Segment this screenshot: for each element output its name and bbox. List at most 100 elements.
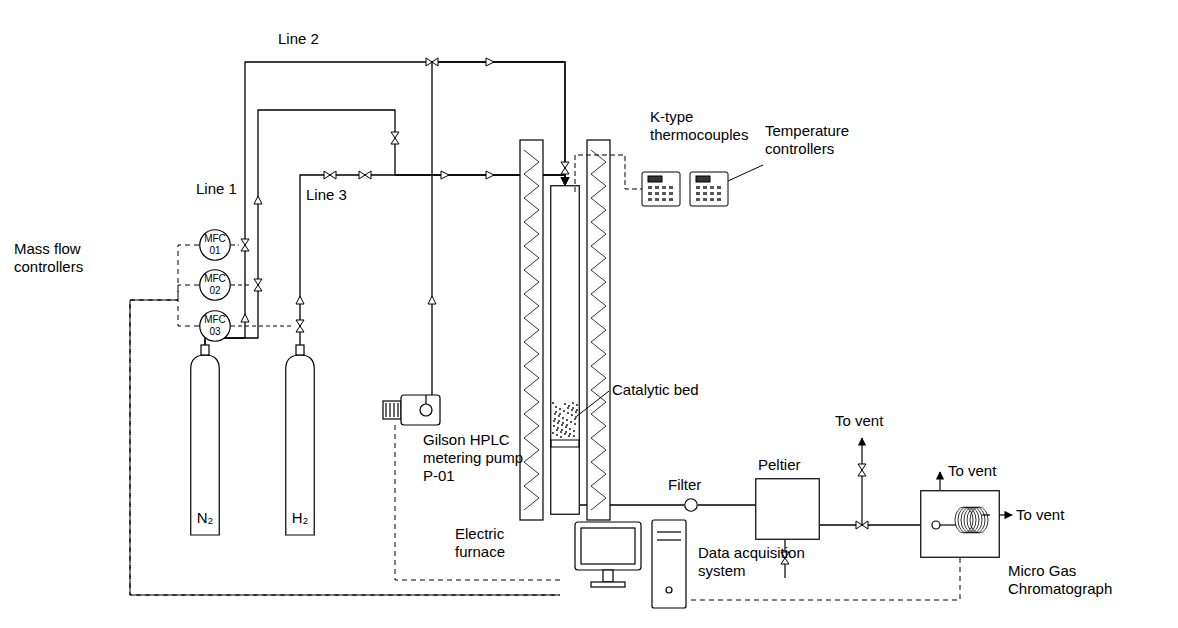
temperature-controller xyxy=(703,186,707,189)
gas-cylinder-outline xyxy=(201,345,209,355)
gas-cylinder: H₂ xyxy=(285,345,315,535)
catalytic-bed xyxy=(576,404,578,406)
catalytic-bed xyxy=(576,409,578,411)
metering-pump-outline xyxy=(385,403,386,417)
metering-pump-outline xyxy=(383,395,440,425)
valve-symbol xyxy=(561,162,569,174)
catalytic-bed xyxy=(558,420,560,422)
part-label: Temperature controllers xyxy=(765,122,865,158)
temperature-controller xyxy=(717,186,721,189)
catalytic-bed xyxy=(563,410,565,412)
catalytic-bed xyxy=(574,418,576,420)
catalytic-bed xyxy=(564,433,566,435)
temperature-controller xyxy=(710,192,714,195)
catalytic-bed xyxy=(573,430,575,432)
catalytic-bed xyxy=(559,408,561,410)
heating-coil xyxy=(591,150,606,510)
temperature-controller xyxy=(655,192,659,195)
thermocouple-wire xyxy=(575,155,642,192)
metering-pump-outline xyxy=(425,395,426,404)
valve-symbol xyxy=(391,132,399,144)
catalytic-bed xyxy=(556,434,558,436)
gas-chromatograph-outline xyxy=(921,491,1000,558)
computer: Data acquisition system xyxy=(560,520,690,610)
metering-pump-outline xyxy=(420,404,432,416)
signal-line xyxy=(130,245,560,595)
process-line xyxy=(432,62,565,395)
mass-flow-controller: MFC 02 xyxy=(199,269,231,301)
computer-outline xyxy=(657,531,681,532)
mass-flow-controller: MFC 01 xyxy=(199,229,231,261)
node-label: MFC 02 xyxy=(202,273,228,297)
temperature-controller xyxy=(717,192,721,195)
catalytic-bed xyxy=(570,421,572,423)
gas-chromatograph: Micro Gas Chromatograph xyxy=(920,490,1000,558)
part-label: Line 2 xyxy=(278,30,319,48)
computer-outline xyxy=(575,522,641,570)
catalytic-bed xyxy=(551,440,579,447)
temperature-controller xyxy=(717,198,721,201)
temperature-controller xyxy=(696,192,700,195)
temperature-controller xyxy=(696,186,700,189)
furnace-wall xyxy=(587,140,610,520)
temperature-controller xyxy=(669,198,673,201)
computer-outline xyxy=(657,539,681,540)
part-label: K-type thermocouples xyxy=(650,108,760,144)
peltier-box-outline xyxy=(756,479,820,540)
flow-arrow xyxy=(241,58,494,322)
gas-chromatograph-outline xyxy=(982,514,990,515)
catalytic-bed xyxy=(574,423,576,425)
catalytic-bed xyxy=(560,436,562,438)
leader-line xyxy=(728,165,763,181)
flow-arrow xyxy=(486,171,494,179)
catalytic-bed xyxy=(552,432,554,434)
process-line xyxy=(205,110,565,345)
part-label: Line 1 xyxy=(196,180,237,198)
metering-pump-outline xyxy=(383,395,440,425)
thermocouple-wire xyxy=(575,155,642,192)
catalytic-bed xyxy=(556,429,558,431)
metering-pump-outline xyxy=(393,403,394,417)
temperature-controller xyxy=(710,186,714,189)
peltier-box-outline xyxy=(755,478,820,540)
catalytic-bed xyxy=(573,435,575,437)
part-label: Catalytic bed xyxy=(612,381,699,399)
temperature-controller xyxy=(648,198,652,201)
catalytic-bed xyxy=(555,406,557,408)
catalytic-bed xyxy=(558,415,560,417)
catalytic-bed xyxy=(557,427,559,429)
valve-symbol xyxy=(241,239,249,251)
metering-pump-outline xyxy=(401,395,440,425)
node-label: Electric furnace xyxy=(455,525,535,561)
catalytic-bed xyxy=(565,431,567,433)
process-line xyxy=(698,504,755,505)
peltier-box-outline xyxy=(756,479,820,540)
catalytic-bed xyxy=(561,429,563,431)
leader-line xyxy=(577,391,609,416)
node-label: N₂ xyxy=(197,509,214,527)
flow-arrow xyxy=(254,196,262,204)
temperature-controller xyxy=(696,176,710,182)
metering-pump-outline xyxy=(383,401,401,419)
valve-symbol xyxy=(241,58,868,564)
flow-arrow xyxy=(441,171,449,179)
gas-chromatograph-outline xyxy=(920,490,1000,558)
catalytic-bed xyxy=(569,428,571,430)
computer-outline xyxy=(560,520,690,610)
leader-line xyxy=(577,165,763,416)
gas-cylinder-outline xyxy=(191,345,220,535)
metering-pump-outline xyxy=(397,403,398,417)
mass-flow-controller-outline xyxy=(200,230,231,261)
catalytic-bed xyxy=(557,422,559,424)
heating-coil xyxy=(524,150,539,510)
catalytic-bed xyxy=(565,426,567,428)
reactor-tube: Electric furnace xyxy=(550,185,580,515)
reactor-tube-outline xyxy=(550,185,580,515)
gas-cylinder-outline xyxy=(191,355,220,535)
node-label: Filter xyxy=(668,476,728,494)
valve-symbol xyxy=(858,464,866,476)
gas-cylinder-outline xyxy=(286,355,315,535)
flow-arrow xyxy=(486,58,494,66)
temperature-controller xyxy=(642,172,680,206)
actuator-signal xyxy=(231,285,252,286)
